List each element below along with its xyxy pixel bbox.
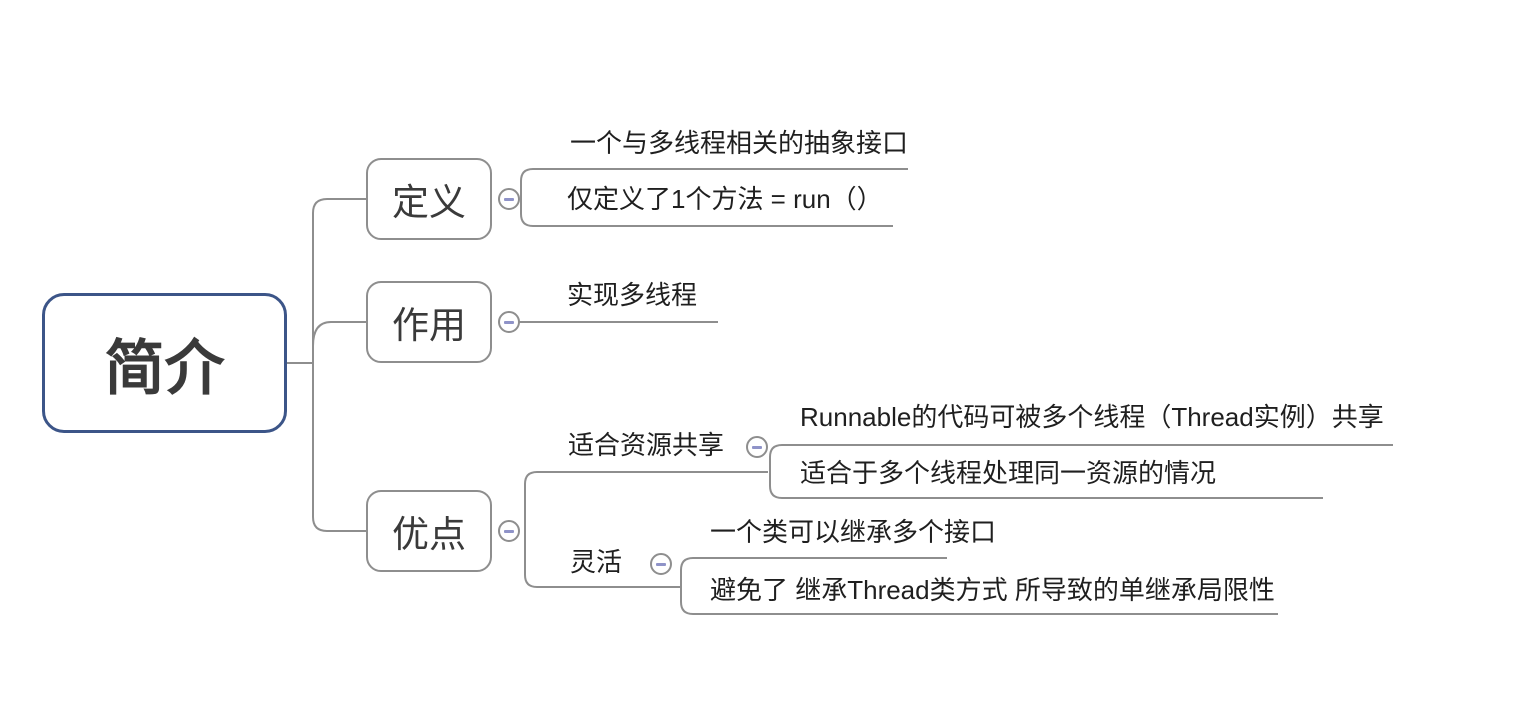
topic-definition-child-abstract-interface[interactable]: 一个与多线程相关的抽象接口 bbox=[570, 128, 909, 158]
topic-function[interactable]: 作用 bbox=[366, 281, 492, 363]
connector-root-to-definition bbox=[312, 198, 366, 363]
topic-definition[interactable]: 定义 bbox=[366, 158, 492, 240]
connector-root-to-function bbox=[312, 321, 366, 347]
topic-definition-child-run-method[interactable]: 仅定义了1个方法 = run（） bbox=[567, 184, 883, 214]
topic-flexible-child-multiple-interfaces[interactable]: 一个类可以继承多个接口 bbox=[710, 517, 997, 547]
root-topic[interactable]: 简介 bbox=[42, 293, 287, 433]
collapse-button-definition[interactable] bbox=[498, 188, 520, 210]
connector-resource-sharing-children bbox=[769, 444, 1393, 499]
connector-root-to-advantages bbox=[312, 363, 366, 532]
collapse-button-flexible[interactable] bbox=[650, 553, 672, 575]
minus-icon bbox=[656, 562, 666, 566]
topic-advantages[interactable]: 优点 bbox=[366, 490, 492, 572]
topic-resource-sharing[interactable]: 适合资源共享 bbox=[568, 430, 725, 460]
minus-icon bbox=[504, 197, 514, 201]
minus-icon bbox=[504, 529, 514, 533]
topic-flexible-child-single-inheritance[interactable]: 避免了 继承Thread类方式 所导致的单继承局限性 bbox=[710, 575, 1275, 605]
connector-advantages-children bbox=[524, 471, 768, 588]
collapse-button-resource-sharing[interactable] bbox=[746, 436, 768, 458]
minus-icon bbox=[752, 445, 762, 449]
collapse-button-function[interactable] bbox=[498, 311, 520, 333]
connector-definition-children bbox=[520, 168, 908, 227]
topic-function-child-multithreading[interactable]: 实现多线程 bbox=[567, 280, 698, 310]
topic-resource-sharing-child-runnable-shared[interactable]: Runnable的代码可被多个线程（Thread实例）共享 bbox=[800, 402, 1384, 432]
topic-resource-sharing-child-same-resource[interactable]: 适合于多个线程处理同一资源的情况 bbox=[800, 458, 1217, 488]
minus-icon bbox=[504, 320, 514, 324]
collapse-button-advantages[interactable] bbox=[498, 520, 520, 542]
topic-flexible[interactable]: 灵活 bbox=[570, 547, 623, 577]
connector-flexible-children bbox=[680, 557, 1278, 615]
